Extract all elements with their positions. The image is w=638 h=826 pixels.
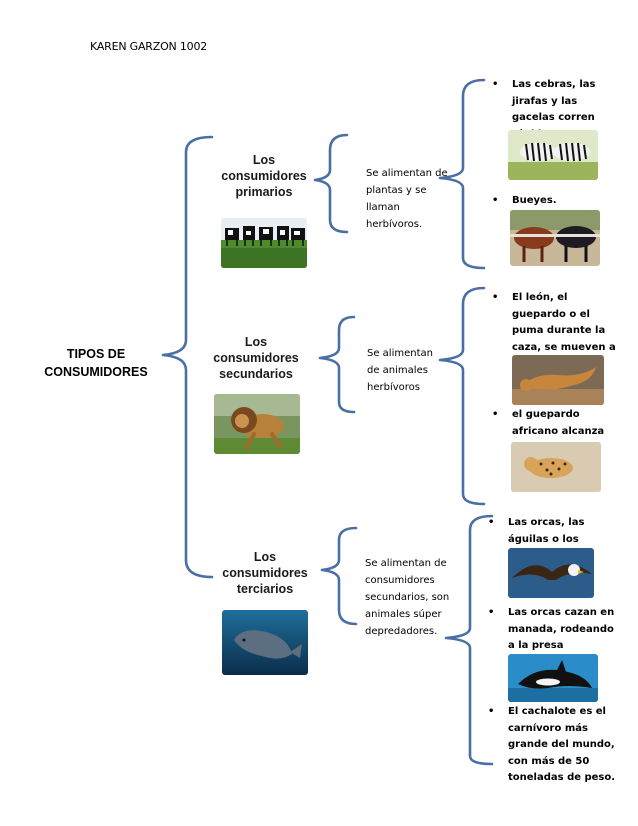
cheetah-running-image xyxy=(511,442,601,492)
cows-in-field-image xyxy=(221,218,307,268)
lion-running-image xyxy=(214,394,300,454)
example-sperm-whale: • El cachalote es el carnívoro más grand… xyxy=(488,704,622,787)
root-label: TIPOS DE CONSUMIDORES xyxy=(44,347,148,379)
zebras-running-image xyxy=(508,130,598,180)
orca-jumping-image xyxy=(508,654,598,702)
category-primary-label: Los consumidores primarios xyxy=(221,153,307,199)
example-sperm-whale-text: El cachalote es el carnívoro más grande … xyxy=(508,706,616,783)
bullet-icon: • xyxy=(492,409,499,420)
bullet-icon: • xyxy=(492,79,499,90)
tertiary-description: Se alimentan de consumidores secundarios… xyxy=(365,558,450,637)
oxen-image xyxy=(510,210,600,266)
bullet-icon: • xyxy=(492,292,499,303)
example-orcas-hunt: • Las orcas cazan en manada, rodeando a … xyxy=(488,605,620,655)
bullet-icon: • xyxy=(488,517,495,528)
bullet-icon: • xyxy=(492,195,499,206)
eagle-image xyxy=(508,548,594,598)
puma-leaping-image xyxy=(512,355,604,405)
category-tertiary-label: Los consumidores terciarios xyxy=(222,550,308,596)
example-oxen: • Bueyes. xyxy=(492,193,612,210)
bullet-icon: • xyxy=(488,706,495,717)
example-orcas-hunt-text: Las orcas cazan en manada, rodeando a la… xyxy=(508,607,615,651)
bullet-icon: • xyxy=(488,607,495,618)
example-oxen-text: Bueyes. xyxy=(512,195,557,206)
category-secondary-label: Los consumidores secundarios xyxy=(213,335,299,381)
secondary-description: Se alimentan de animales herbívoros xyxy=(367,348,433,393)
primary-description: Se alimentan de plantas y se llaman herb… xyxy=(366,168,448,230)
author-name: KAREN GARZON 1002 xyxy=(90,40,208,53)
sperm-whale-image xyxy=(222,610,308,675)
